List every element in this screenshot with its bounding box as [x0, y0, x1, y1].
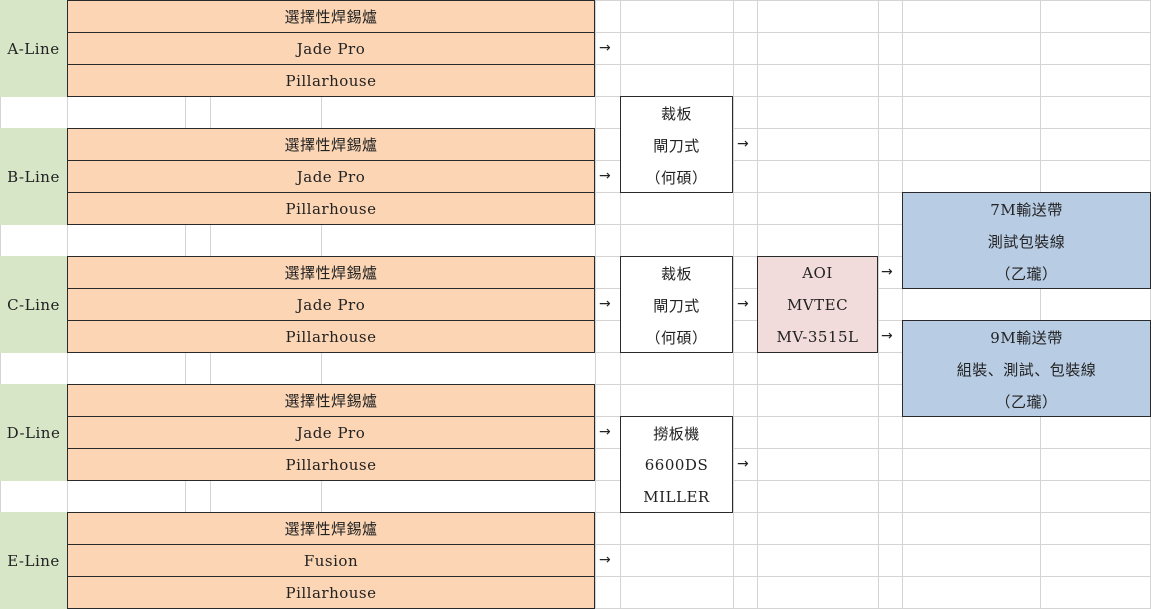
machine-a-brand[interactable]: Pillarhouse: [67, 64, 595, 97]
conveyor-box-9m[interactable]: 9M輸送帶 組裝、測試、包裝線 （乙瓏）: [902, 320, 1151, 417]
conveyor-7m-line-1: 7M輸送帶: [990, 200, 1063, 219]
machine-a-model[interactable]: Jade Pro: [67, 32, 595, 65]
cutter-box-c[interactable]: 裁板 閘刀式 （何碩）: [620, 256, 733, 353]
machine-e-brand[interactable]: Pillarhouse: [67, 576, 595, 609]
aoi-box[interactable]: AOI MVTEC MV-3515L: [757, 256, 878, 353]
aoi-line-3: MV-3515L: [776, 328, 859, 346]
machine-b-model[interactable]: Jade Pro: [67, 160, 595, 193]
aoi-line-1: AOI: [802, 264, 833, 282]
machine-a-type[interactable]: 選擇性焊錫爐: [67, 0, 595, 33]
cutter-c-line-3: （何碩）: [645, 328, 708, 347]
cutter-b-line-2: 閘刀式: [653, 136, 700, 155]
cutter-b-line-3: （何碩）: [645, 168, 708, 187]
machine-c-type[interactable]: 選擇性焊錫爐: [67, 256, 595, 289]
router-d-line-2: 6600DS: [644, 456, 709, 474]
router-d-line-1: 撈板機: [653, 424, 700, 443]
arrow-cutter-b: →: [737, 136, 749, 152]
line-label-a: A-Line: [0, 0, 67, 97]
arrow-router-d: →: [737, 456, 749, 472]
conveyor-7m-line-2: 測試包裝線: [987, 232, 1066, 251]
arrow-cutter-c: →: [737, 296, 749, 312]
conveyor-9m-line-3: （乙瓏）: [995, 392, 1058, 411]
conveyor-9m-line-2: 組裝、測試、包裝線: [956, 360, 1097, 379]
line-label-c: C-Line: [0, 256, 67, 353]
machine-d-brand[interactable]: Pillarhouse: [67, 448, 595, 481]
router-d-line-3: MILLER: [643, 488, 710, 506]
cutter-b-line-1: 裁板: [660, 104, 692, 123]
machine-e-model[interactable]: Fusion: [67, 544, 595, 577]
aoi-line-2: MVTEC: [786, 296, 849, 314]
cutter-c-line-2: 閘刀式: [653, 296, 700, 315]
line-label-e: E-Line: [0, 512, 67, 609]
machine-d-model[interactable]: Jade Pro: [67, 416, 595, 449]
arrow-c: →: [599, 296, 611, 312]
machine-b-type[interactable]: 選擇性焊錫爐: [67, 128, 595, 161]
arrow-aoi-to-9m: →: [881, 328, 893, 344]
arrow-b: →: [599, 168, 611, 184]
cutter-box-b[interactable]: 裁板 閘刀式 （何碩）: [620, 96, 733, 193]
arrow-a: →: [599, 40, 611, 56]
arrow-e: →: [599, 552, 611, 568]
router-box-d[interactable]: 撈板機 6600DS MILLER: [620, 416, 733, 513]
machine-c-model[interactable]: Jade Pro: [67, 288, 595, 321]
cutter-c-line-1: 裁板: [660, 264, 692, 283]
line-label-b: B-Line: [0, 128, 67, 225]
machine-d-type[interactable]: 選擇性焊錫爐: [67, 384, 595, 417]
line-label-d: D-Line: [0, 384, 67, 481]
machine-c-brand[interactable]: Pillarhouse: [67, 320, 595, 353]
arrow-aoi-to-7m: →: [881, 264, 893, 280]
arrow-d: →: [599, 424, 611, 440]
machine-e-type[interactable]: 選擇性焊錫爐: [67, 512, 595, 545]
conveyor-box-7m[interactable]: 7M輸送帶 測試包裝線 （乙瓏）: [902, 192, 1151, 289]
conveyor-7m-line-3: （乙瓏）: [995, 264, 1058, 283]
machine-b-brand[interactable]: Pillarhouse: [67, 192, 595, 225]
conveyor-9m-line-1: 9M輸送帶: [990, 328, 1063, 347]
